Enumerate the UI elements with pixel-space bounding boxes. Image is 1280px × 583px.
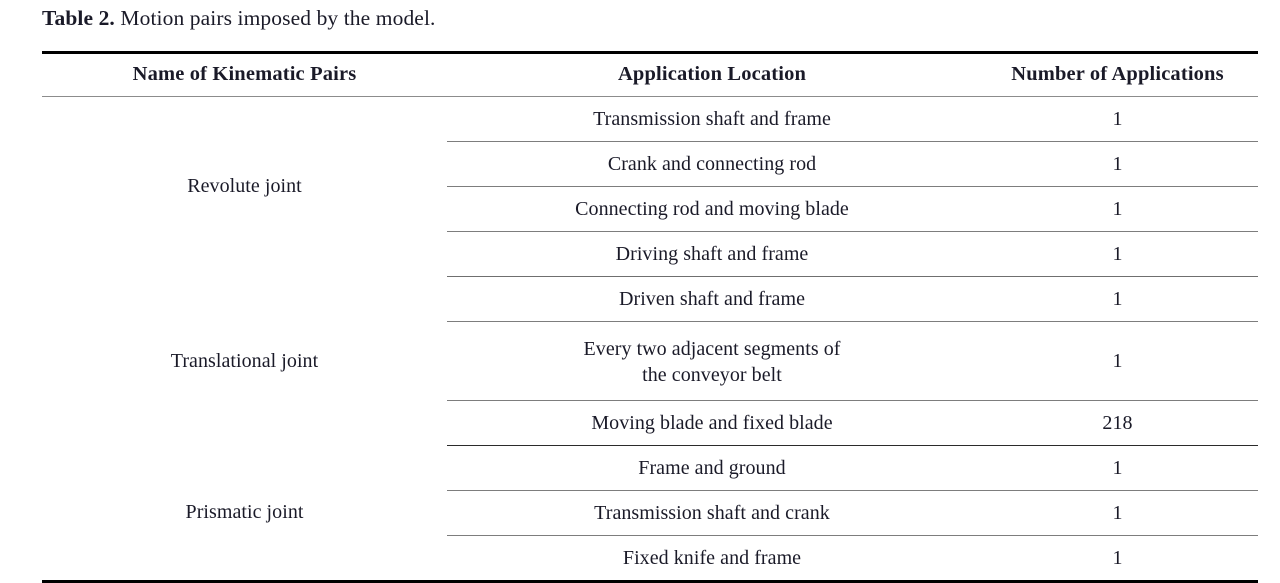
column-header-count: Number of Applications [977,54,1258,97]
group-label-translational: Translational joint [170,349,319,372]
table-container: Name of Kinematic Pairs Application Loca… [42,51,1258,583]
location-cell: Moving blade and fixed blade [447,400,977,446]
table-row: Connecting rod and moving blade 1 [42,186,1258,232]
count-cell: 1 [977,96,1258,142]
location-cell: Fixed knife and frame [622,546,802,569]
count-cell: 1 [977,321,1258,401]
count-cell: 1 [977,490,1258,536]
table-row: Crank and connecting rod 1 [42,141,1258,187]
table-row: Prismatic joint Frame and ground 1 [42,445,1258,523]
table-row: Driving shaft and frame 1 [42,231,1258,277]
table-caption: Table 2. Motion pairs imposed by the mod… [42,3,436,33]
count-cell: 1 [977,186,1258,232]
count-cell: 1 [977,141,1258,187]
count-cell: 1 [977,445,1258,491]
caption-label: Table 2. [42,6,115,30]
count-cell: 218 [977,400,1258,446]
table-row: Translational joint Driven shaft and fra… [42,276,1258,372]
table-top-rule [42,51,1258,54]
column-header-name: Name of Kinematic Pairs [42,54,447,97]
location-line-2: the conveyor belt [642,364,782,386]
location-cell: Driving shaft and frame [447,231,977,277]
location-cell: Frame and ground [447,445,977,491]
column-header-location: Application Location [447,54,977,97]
location-cell: Driven shaft and frame [447,276,977,322]
count-cell: 1 [977,276,1258,322]
count-cell: 1 [1112,546,1123,569]
location-cell: Connecting rod and moving blade [447,186,977,232]
location-line-1: Every two adjacent segments of [583,338,841,360]
location-cell: Crank and connecting rod [447,141,977,187]
table-row: Transmission shaft and crank 1 [42,490,1258,536]
group-label-revolute: Revolute joint [187,175,302,198]
count-cell: 1 [977,231,1258,277]
table-row: Fixed knife and frame 1 [42,536,1258,581]
table-body: Revolute joint Transmission shaft and fr… [42,96,1258,581]
location-cell: Transmission shaft and frame [447,96,977,142]
location-cell: Every two adjacent segments of the conve… [447,321,977,401]
table-row: Revolute joint Transmission shaft and fr… [42,96,1258,197]
caption-text: Motion pairs imposed by the model. [120,6,436,30]
table-head: Name of Kinematic Pairs Application Loca… [42,54,1258,97]
group-label-prismatic: Prismatic joint [185,501,304,524]
table-row: Moving blade and fixed blade 218 [42,400,1258,446]
header-row: Name of Kinematic Pairs Application Loca… [42,54,1258,97]
table-row: Every two adjacent segments of the conve… [42,321,1258,401]
location-cell: Transmission shaft and crank [447,490,977,536]
motion-pairs-table: Name of Kinematic Pairs Application Loca… [42,54,1258,580]
